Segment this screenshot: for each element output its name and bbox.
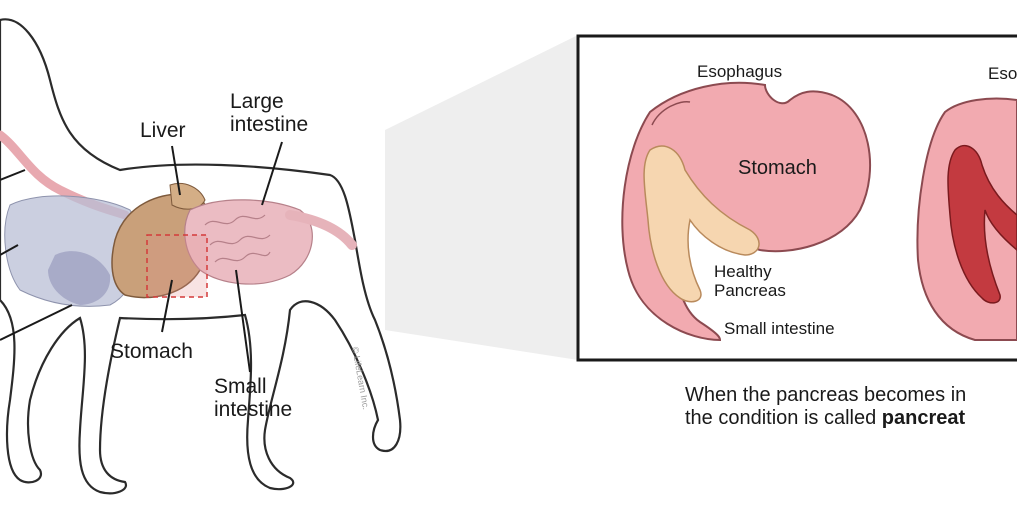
healthy-pancreas-label-line2: Pancreas [714, 281, 786, 300]
caption-line2-bold: pancreat [881, 407, 966, 429]
intestine-coils [204, 214, 271, 263]
esophagus-label: Esophagus [697, 62, 783, 81]
liver-label: Liver [140, 119, 186, 142]
large-intestine-label: Large intestine [230, 90, 308, 136]
small-intestine-shape [184, 199, 313, 285]
esophagus-cut-label: Eso [988, 64, 1017, 83]
healthy-stomach-inner [651, 100, 691, 126]
dog-leader-lines [0, 141, 283, 373]
small-intestine-label-line2: intestine [214, 398, 293, 421]
large-intestine-label-line2: intestine [230, 113, 309, 136]
heart-shape [48, 251, 111, 305]
large-intestine-shape [285, 210, 357, 250]
caption-line1: When the pancreas becomes in [685, 384, 967, 406]
healthy-pancreas-label: Healthy Pancreas [714, 262, 786, 300]
stomach-label: Stomach [110, 340, 193, 363]
caption-line2-prefix: the condition is called [685, 407, 882, 429]
small-intestine-label-line1: Small [214, 375, 267, 398]
inset-stomach-label: Stomach [738, 157, 817, 179]
healthy-pancreas-shape [643, 145, 760, 303]
large-intestine-label-line1: Large [230, 90, 284, 113]
inset-small-intestine-label: Small intestine [724, 319, 835, 338]
caption-line2: the condition is called pancreat [685, 407, 966, 430]
pancreas-highlight-box [146, 234, 208, 298]
healthy-pancreas-label-line1: Healthy [714, 262, 772, 281]
inflamed-pancreas-shape [947, 144, 1017, 304]
zoom-projection-shape [385, 35, 578, 360]
small-intestine-label: Small intestine [214, 375, 292, 421]
caption: When the pancreas becomes in the conditi… [685, 384, 966, 430]
